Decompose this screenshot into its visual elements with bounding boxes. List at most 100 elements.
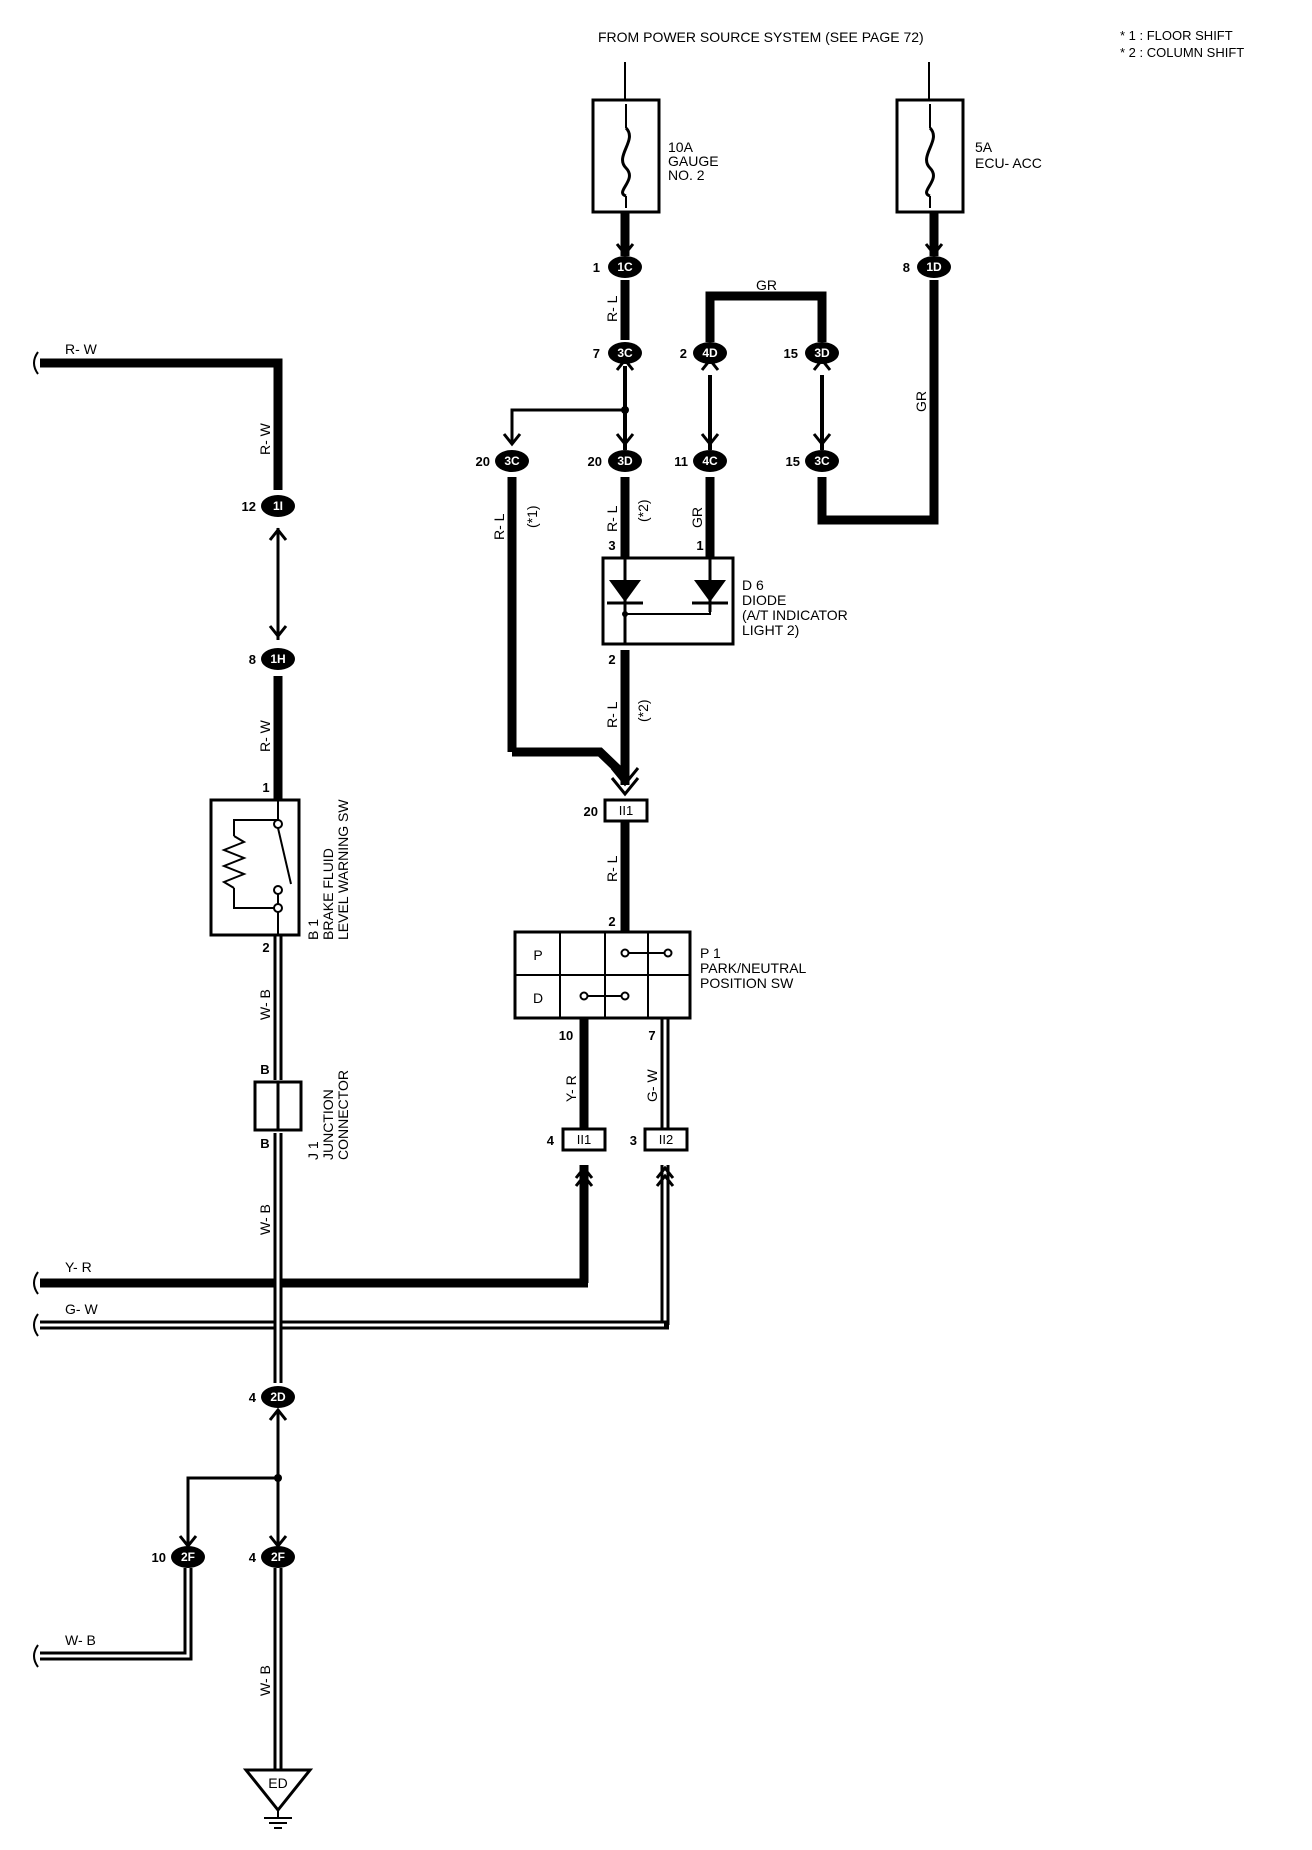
svg-text:1D: 1D — [926, 260, 942, 274]
label-rl-4: R- L — [604, 701, 620, 728]
svg-text:2: 2 — [680, 346, 687, 361]
svg-text:8: 8 — [903, 260, 910, 275]
svg-text:3C: 3C — [504, 454, 520, 468]
svg-text:15: 15 — [786, 454, 800, 469]
connector-4D: 4D 2 — [680, 342, 727, 364]
connector-1D: 1D 8 — [903, 256, 951, 278]
fuse-ecu-acc: 5A ECU- ACC — [895, 62, 1042, 214]
label-gw-horizontal: G- W — [65, 1301, 98, 1317]
svg-text:8: 8 — [249, 652, 256, 667]
connector-1C: 1C 1 — [593, 256, 642, 278]
svg-text:3C: 3C — [814, 454, 830, 468]
connector-II1-20: II1 20 — [584, 798, 649, 823]
svg-text:II1: II1 — [619, 803, 633, 818]
label-yr-horizontal: Y- R — [65, 1259, 92, 1275]
b1-label-2: LEVEL WARNING SW — [335, 799, 351, 940]
svg-text:1H: 1H — [270, 652, 285, 666]
connector-II2-3: II2 3 — [630, 1127, 689, 1152]
label-star2-1: (*2) — [635, 499, 651, 522]
brake-fluid-switch-b1: 1 2 B 1 BRAKE FLUID LEVEL WARNING SW — [209, 780, 351, 955]
svg-text:7: 7 — [593, 346, 600, 361]
diode-d6: 3 1 2 D 6 DIODE (A/T INDICATOR LIGHT 2) — [601, 538, 848, 667]
label-wb-1: W- B — [257, 989, 273, 1020]
connector-3C-15: 3C 15 — [786, 450, 839, 472]
diode-id: D 6 — [742, 577, 764, 593]
connector-3D-15: 3D 15 — [784, 342, 839, 364]
connector-3C-20: 3C 20 — [476, 450, 529, 472]
svg-text:1: 1 — [593, 260, 600, 275]
svg-text:12: 12 — [242, 499, 256, 514]
svg-text:1C: 1C — [617, 260, 633, 274]
connector-2D: 2D 4 — [249, 1386, 295, 1408]
note-floor-shift: * 1 : FLOOR SHIFT — [1120, 28, 1233, 43]
svg-text:15: 15 — [784, 346, 798, 361]
fuse-gauge-name: GAUGE — [668, 153, 719, 169]
row-p: P — [533, 947, 542, 963]
label-star1: (*1) — [524, 505, 540, 528]
svg-text:20: 20 — [476, 454, 490, 469]
connector-3C-7: 3C 7 — [593, 342, 642, 364]
svg-text:4C: 4C — [702, 454, 718, 468]
svg-text:4D: 4D — [702, 346, 718, 360]
pin-3: 3 — [608, 538, 615, 553]
connector-2F-10: 2F 10 — [152, 1546, 205, 1568]
fuse-gauge-rating: 10A — [668, 139, 694, 155]
label-rl-1: R- L — [604, 295, 620, 322]
label-gr-1: GR — [756, 277, 777, 293]
svg-text:3C: 3C — [617, 346, 633, 360]
pin-1: 1 — [696, 538, 703, 553]
park-neutral-switch-p1: P D 2 10 7 P 1 PARK/NEUTRAL POSITION SW — [513, 914, 807, 1043]
p1-pin-2: 2 — [608, 914, 615, 929]
wire-labels: R- W R- W R- W R- L GR GR R- L (*1) R- L… — [65, 277, 929, 1696]
connector-1I: 1I 12 — [242, 495, 295, 517]
label-rw-2: R- W — [257, 719, 273, 752]
fuse-ecu-rating: 5A — [975, 139, 993, 155]
b1-pin-2: 2 — [262, 940, 269, 955]
label-wb-3: W- B — [257, 1665, 273, 1696]
ground-ed: ED — [242, 1768, 314, 1829]
label-star2-2: (*2) — [635, 699, 651, 722]
diode-label: DIODE — [742, 592, 786, 608]
svg-text:3D: 3D — [617, 454, 633, 468]
fuse-ecu-name: ECU- ACC — [975, 155, 1042, 171]
p1-pin-7: 7 — [648, 1028, 655, 1043]
svg-text:11: 11 — [674, 454, 688, 469]
svg-text:2D: 2D — [270, 1390, 286, 1404]
label-gr-3: GR — [689, 507, 705, 528]
ground-label: ED — [268, 1775, 287, 1791]
label-rl-5: R- L — [604, 855, 620, 882]
label-gr-2: GR — [913, 391, 929, 412]
wires — [40, 212, 939, 1770]
wire-end-curls — [33, 351, 39, 1668]
svg-text:2F: 2F — [181, 1550, 195, 1564]
pin-2: 2 — [608, 652, 615, 667]
svg-text:20: 20 — [584, 804, 598, 819]
label-wb-2: W- B — [257, 1204, 273, 1235]
p1-label: PARK/NEUTRAL — [700, 960, 807, 976]
p1-pin-10: 10 — [559, 1028, 573, 1043]
svg-text:1I: 1I — [273, 499, 283, 513]
label-rl-3: R- L — [604, 505, 620, 532]
svg-text:4: 4 — [547, 1133, 555, 1148]
label-rl-2: R- L — [491, 513, 507, 540]
svg-text:4: 4 — [249, 1390, 257, 1405]
svg-text:10: 10 — [152, 1550, 166, 1565]
label-yr-vertical: Y- R — [563, 1075, 579, 1102]
label-gw-vertical: G- W — [644, 1069, 660, 1102]
connector-1H: 1H 8 — [249, 648, 295, 670]
row-d: D — [533, 990, 543, 1006]
label-wb-horizontal: W- B — [65, 1632, 96, 1648]
j1-pin-b-top: B — [260, 1062, 269, 1077]
svg-text:II1: II1 — [577, 1132, 591, 1147]
svg-text:3D: 3D — [814, 346, 830, 360]
j1-label-2: CONNECTOR — [335, 1070, 351, 1160]
svg-text:4: 4 — [249, 1550, 257, 1565]
note-column-shift: * 2 : COLUMN SHIFT — [1120, 45, 1244, 60]
diode-label-3: LIGHT 2) — [742, 622, 799, 638]
label-rw-1: R- W — [257, 422, 273, 455]
b1-id: B 1 — [305, 919, 321, 940]
p1-id: P 1 — [700, 945, 721, 961]
j1-pin-b-bottom: B — [260, 1136, 269, 1151]
svg-text:20: 20 — [588, 454, 602, 469]
